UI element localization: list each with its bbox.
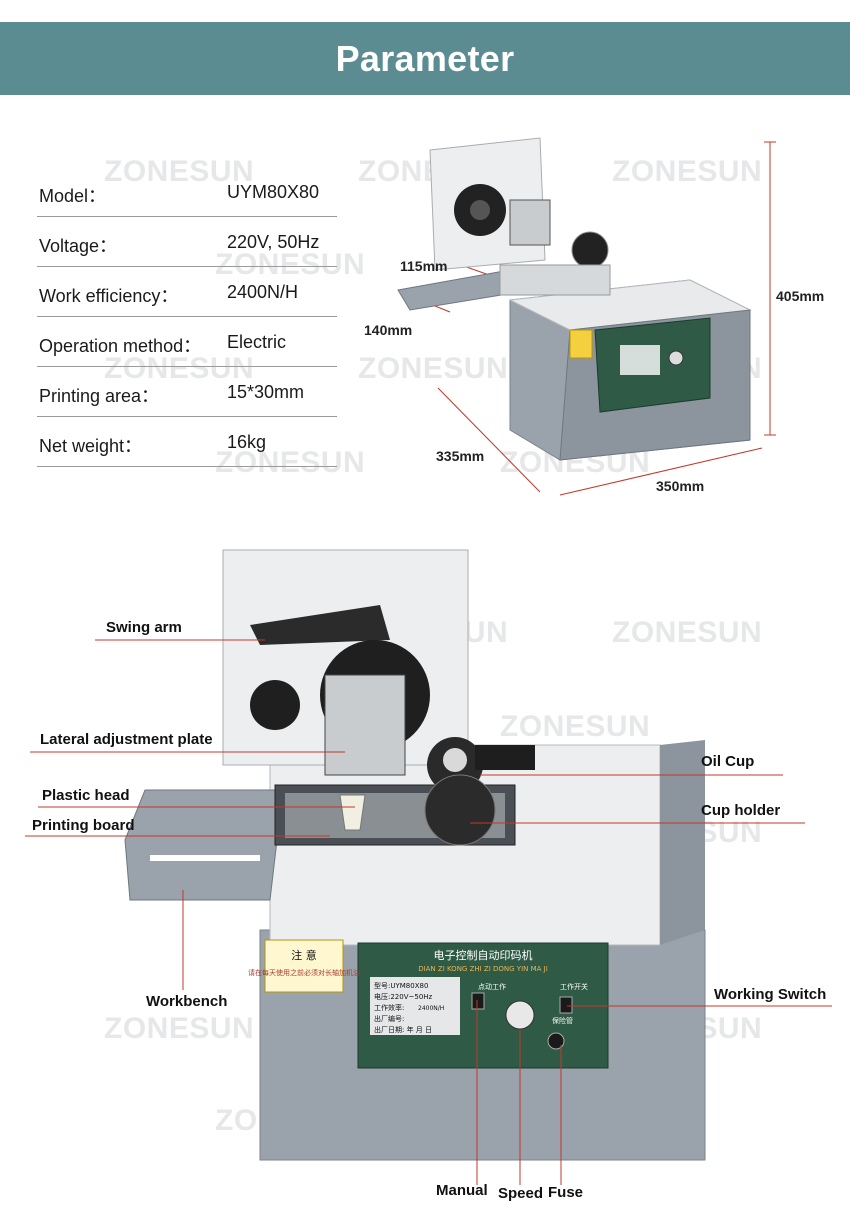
spec-key: Voltage： [39,236,118,256]
label-swing-arm: Swing arm [106,619,182,636]
watermark: ZONESUN [215,248,366,281]
spec-key: Printing area： [39,386,160,406]
panel-model: 型号:UYM80X80 [374,981,428,990]
label-plastic-head: Plastic head [42,787,130,804]
dimension-335: 335mm [436,448,485,464]
label-cup-holder: Cup holder [701,802,781,819]
speed-knob[interactable] [505,1000,535,1030]
watermark: ZONESUN [612,616,763,649]
watermark: ZONESUN [358,352,509,385]
warning-title: 注 意 [291,948,317,962]
depth-dimension-line [437,387,541,493]
label-manual: Manual [436,1182,488,1199]
watermark: ZONESUN [500,710,651,743]
header-banner: Parameter [0,22,850,95]
label-working-switch: Working Switch [714,986,827,1003]
fuse-holder [547,1032,565,1050]
plastic-head [339,794,366,831]
watermark: ZONESUN [612,155,763,188]
spec-row-voltage: Voltage： 220V, 50Hz [37,216,337,267]
panel-rate-value: 2400N/H [418,1005,444,1012]
label-printing-board: Printing board [32,817,135,834]
label-workbench: Workbench [146,993,228,1010]
working-switch[interactable] [559,996,573,1014]
spec-row-printing-area: Printing area： 15*30mm [37,366,337,417]
lateral-adjustment-plate [324,674,406,776]
label-lateral-adjustment-plate: Lateral adjustment plate [40,731,213,748]
spec-value: Electric [227,332,287,352]
watermark: ZONESUN [104,155,255,188]
width-dimension-line [559,447,763,496]
manual-button[interactable] [471,992,485,1010]
label-oil-cup: Oil Cup [701,753,755,770]
spec-value: UYM80X80 [227,182,320,202]
panel-pinyin: DIAN ZI KONG ZHI ZI DONG YIN MA JI [418,965,548,973]
spec-value: 220V, 50Hz [227,232,320,252]
dimension-350: 350mm [656,478,705,494]
page-title: Parameter [335,37,515,79]
spec-row-operation: Operation method： Electric [37,316,337,367]
warning-text: 请在每天使用之前必须对长轴加机油 [248,968,360,977]
swing-arm [250,605,390,645]
spec-key: Model： [39,186,107,206]
panel-voltage: 电压:220V~50Hz [374,992,433,1001]
spec-value: 16kg [227,432,267,452]
watermark: ZONESUN [215,446,366,479]
cup-holder [424,774,496,846]
watermark: ZONESUN [104,1012,255,1045]
spec-row-model: Model： UYM80X80 [37,166,337,217]
dimension-405: 405mm [776,288,825,304]
panel-date: 出厂日期: 年 月 日 [374,1025,432,1034]
watermark: ZONESUN [104,352,255,385]
dimension-115: 115mm [400,258,448,274]
dimension-140: 140mm [364,322,413,338]
spec-value: 15*30mm [227,382,305,402]
spec-row-efficiency: Work efficiency： 2400N/H [37,266,337,317]
spec-key: Work efficiency： [39,286,179,306]
panel-rate: 工作效率: [374,1003,404,1012]
spec-key: Net weight： [39,436,143,456]
spec-value: 2400N/H [227,282,299,302]
panel-title: 电子控制自动印码机 [434,948,533,962]
switch-label: 工作开关 [560,982,588,991]
label-speed: Speed [498,1185,544,1202]
spec-row-weight: Net weight： 16kg [37,416,337,467]
spec-key: Operation method： [39,336,202,356]
fuse-label: 保险管 [552,1016,573,1025]
warning-label [264,939,344,993]
machine-detail-illustration: 注 意 请在每天使用之前必须对长轴加机油 电子控制自动印码机 DIAN ZI K… [124,549,706,1161]
panel-serial: 出厂编号: [374,1014,404,1023]
jog-label: 点动工作 [478,982,506,991]
machine-dimension-illustration [397,137,776,496]
label-fuse: Fuse [548,1184,584,1201]
